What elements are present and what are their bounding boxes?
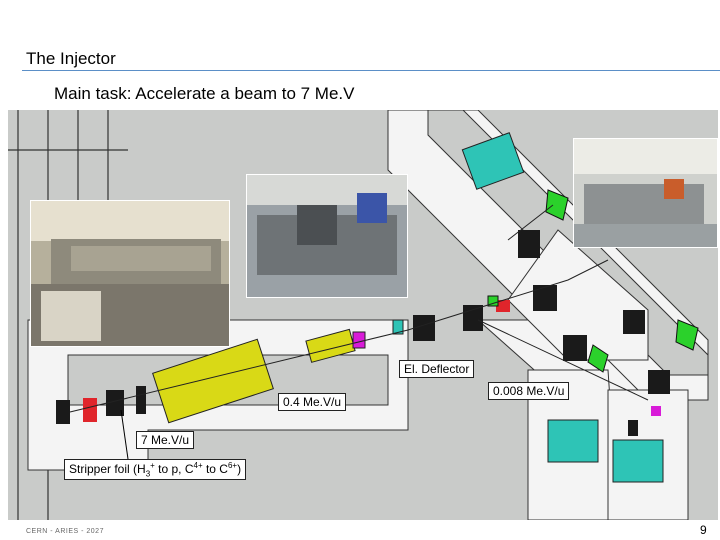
stripper-sup-c6: 6+ <box>227 461 238 470</box>
stripper-prefix: Stripper foil (H <box>69 462 146 476</box>
photo-facility <box>573 138 718 248</box>
page-number: 9 <box>700 523 707 537</box>
stripper-end: ) <box>237 462 242 476</box>
photo-ion-source <box>246 174 408 298</box>
label-energy-0-008: 0.008 Me.V/u <box>488 382 570 400</box>
stripper-pointer <box>120 409 129 460</box>
stripper-mid2: to C <box>202 462 228 476</box>
slide-title: The Injector <box>26 49 116 68</box>
label-energy-0-4: 0.4 Me.V/u <box>278 393 347 411</box>
stripper-sub: 3 <box>145 469 151 479</box>
stripper-mid: to p, C <box>154 462 194 476</box>
photo-linac <box>30 200 230 347</box>
slide-footer: CERN - ARIES - 2027 <box>26 528 104 535</box>
stripper-sup-h: + <box>150 461 155 470</box>
slide-subtitle: Main task: Accelerate a beam to 7 Me.V <box>54 84 355 103</box>
label-energy-7: 7 Me.V/u <box>136 431 195 449</box>
title-rule <box>22 70 720 71</box>
stripper-sup-c4: 4+ <box>193 461 203 470</box>
label-el-deflector: El. Deflector <box>399 360 475 378</box>
label-stripper-foil: Stripper foil (H3+ to p, C4+ to C6+) <box>64 459 247 481</box>
injector-diagram: El. Deflector 0.4 Me.V/u 0.008 Me.V/u 7 … <box>8 109 718 521</box>
